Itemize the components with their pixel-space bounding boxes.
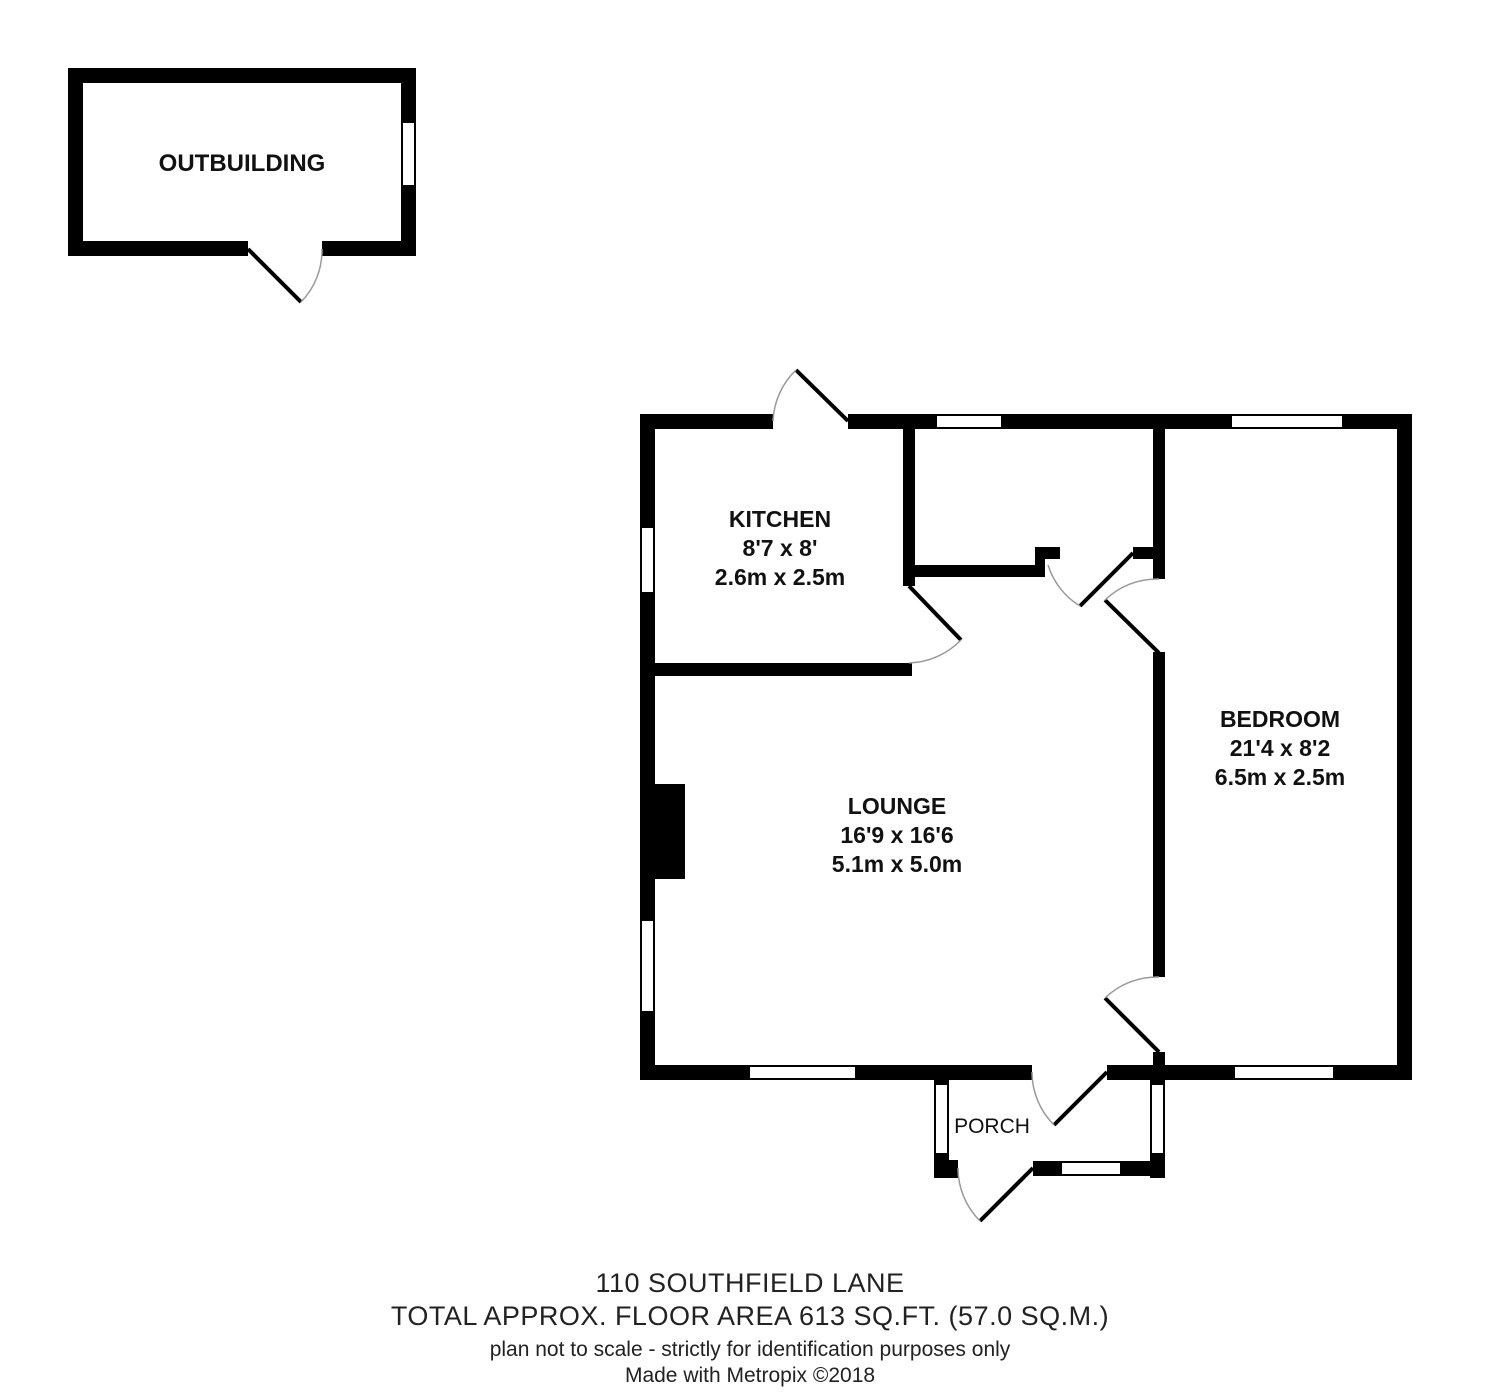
window-bedroom-bottom	[1233, 1065, 1335, 1080]
fireplace	[655, 784, 685, 879]
kitchen-wall-bottom	[640, 663, 912, 676]
porch-label: PORCH	[954, 1115, 1030, 1138]
door-porch-inner	[1031, 1070, 1109, 1127]
door-porch-front	[957, 1166, 1035, 1223]
bedroom-dim-imperial: 21'4 x 8'2	[1230, 735, 1330, 761]
kitchen-dim-imperial: 8'7 x 8'	[743, 535, 818, 561]
door-kitchen-external	[772, 368, 850, 423]
house-wall-right	[1397, 414, 1412, 1080]
window-kitchen-left	[640, 526, 655, 594]
bedroom-wall-middle	[1153, 652, 1165, 977]
outbuilding-wall-left	[68, 68, 83, 256]
footer-address: 110 SOUTHFIELD LANE	[595, 1268, 905, 1298]
outbuilding-wall-top	[68, 68, 416, 83]
walls	[68, 68, 1412, 1178]
kitchen-wall-right	[903, 429, 915, 586]
window-porch-bottom	[1060, 1161, 1122, 1176]
room-labels: OUTBUILDING KITCHEN 8'7 x 8' 2.6m x 2.5m…	[159, 150, 1346, 1138]
window-porch-right	[1150, 1083, 1165, 1155]
house-wall-top-left	[640, 414, 773, 429]
window-outbuilding	[401, 121, 416, 187]
store-wall-notch-drop	[1035, 547, 1045, 577]
lounge-dim-metric: 5.1m x 5.0m	[832, 851, 962, 877]
kitchen-label: KITCHEN	[729, 506, 831, 532]
kitchen-dim-metric: 2.6m x 2.5m	[715, 564, 845, 590]
window-porch-left	[934, 1083, 949, 1155]
lounge-dim-imperial: 16'9 x 16'6	[840, 822, 953, 848]
footer-floor-area: TOTAL APPROX. FLOOR AREA 613 SQ.FT. (57.…	[390, 1301, 1110, 1331]
floor-plan: OUTBUILDING KITCHEN 8'7 x 8' 2.6m x 2.5m…	[68, 68, 1412, 1223]
footer-credit: Made with Metropix ©2018	[624, 1364, 876, 1387]
door-outbuilding	[246, 247, 323, 304]
door-bedroom-lower	[1103, 976, 1161, 1054]
door-store	[1047, 551, 1135, 608]
store-wall-bottom	[903, 565, 1043, 577]
doors	[246, 247, 1161, 1223]
outbuilding-wall-bottom-left	[68, 241, 248, 256]
window-lounge-left	[640, 919, 655, 1013]
outbuilding-label: OUTBUILDING	[159, 150, 326, 177]
door-kitchen-lounge	[907, 584, 963, 664]
bedroom-label: BEDROOM	[1220, 706, 1340, 732]
porch-wall-left-foot	[934, 1160, 958, 1178]
outbuilding-wall-bottom-right	[322, 241, 416, 256]
lounge-label: LOUNGE	[848, 793, 946, 819]
window-lounge-bottom	[748, 1065, 857, 1080]
windows	[401, 121, 1344, 1176]
bedroom-dim-metric: 6.5m x 2.5m	[1215, 764, 1345, 790]
door-bedroom-upper	[1103, 578, 1161, 655]
window-store-top	[935, 414, 1003, 429]
window-bedroom-top	[1230, 414, 1344, 429]
footer-disclaimer: plan not to scale - strictly for identif…	[489, 1338, 1011, 1361]
bedroom-wall-upper	[1153, 429, 1165, 579]
